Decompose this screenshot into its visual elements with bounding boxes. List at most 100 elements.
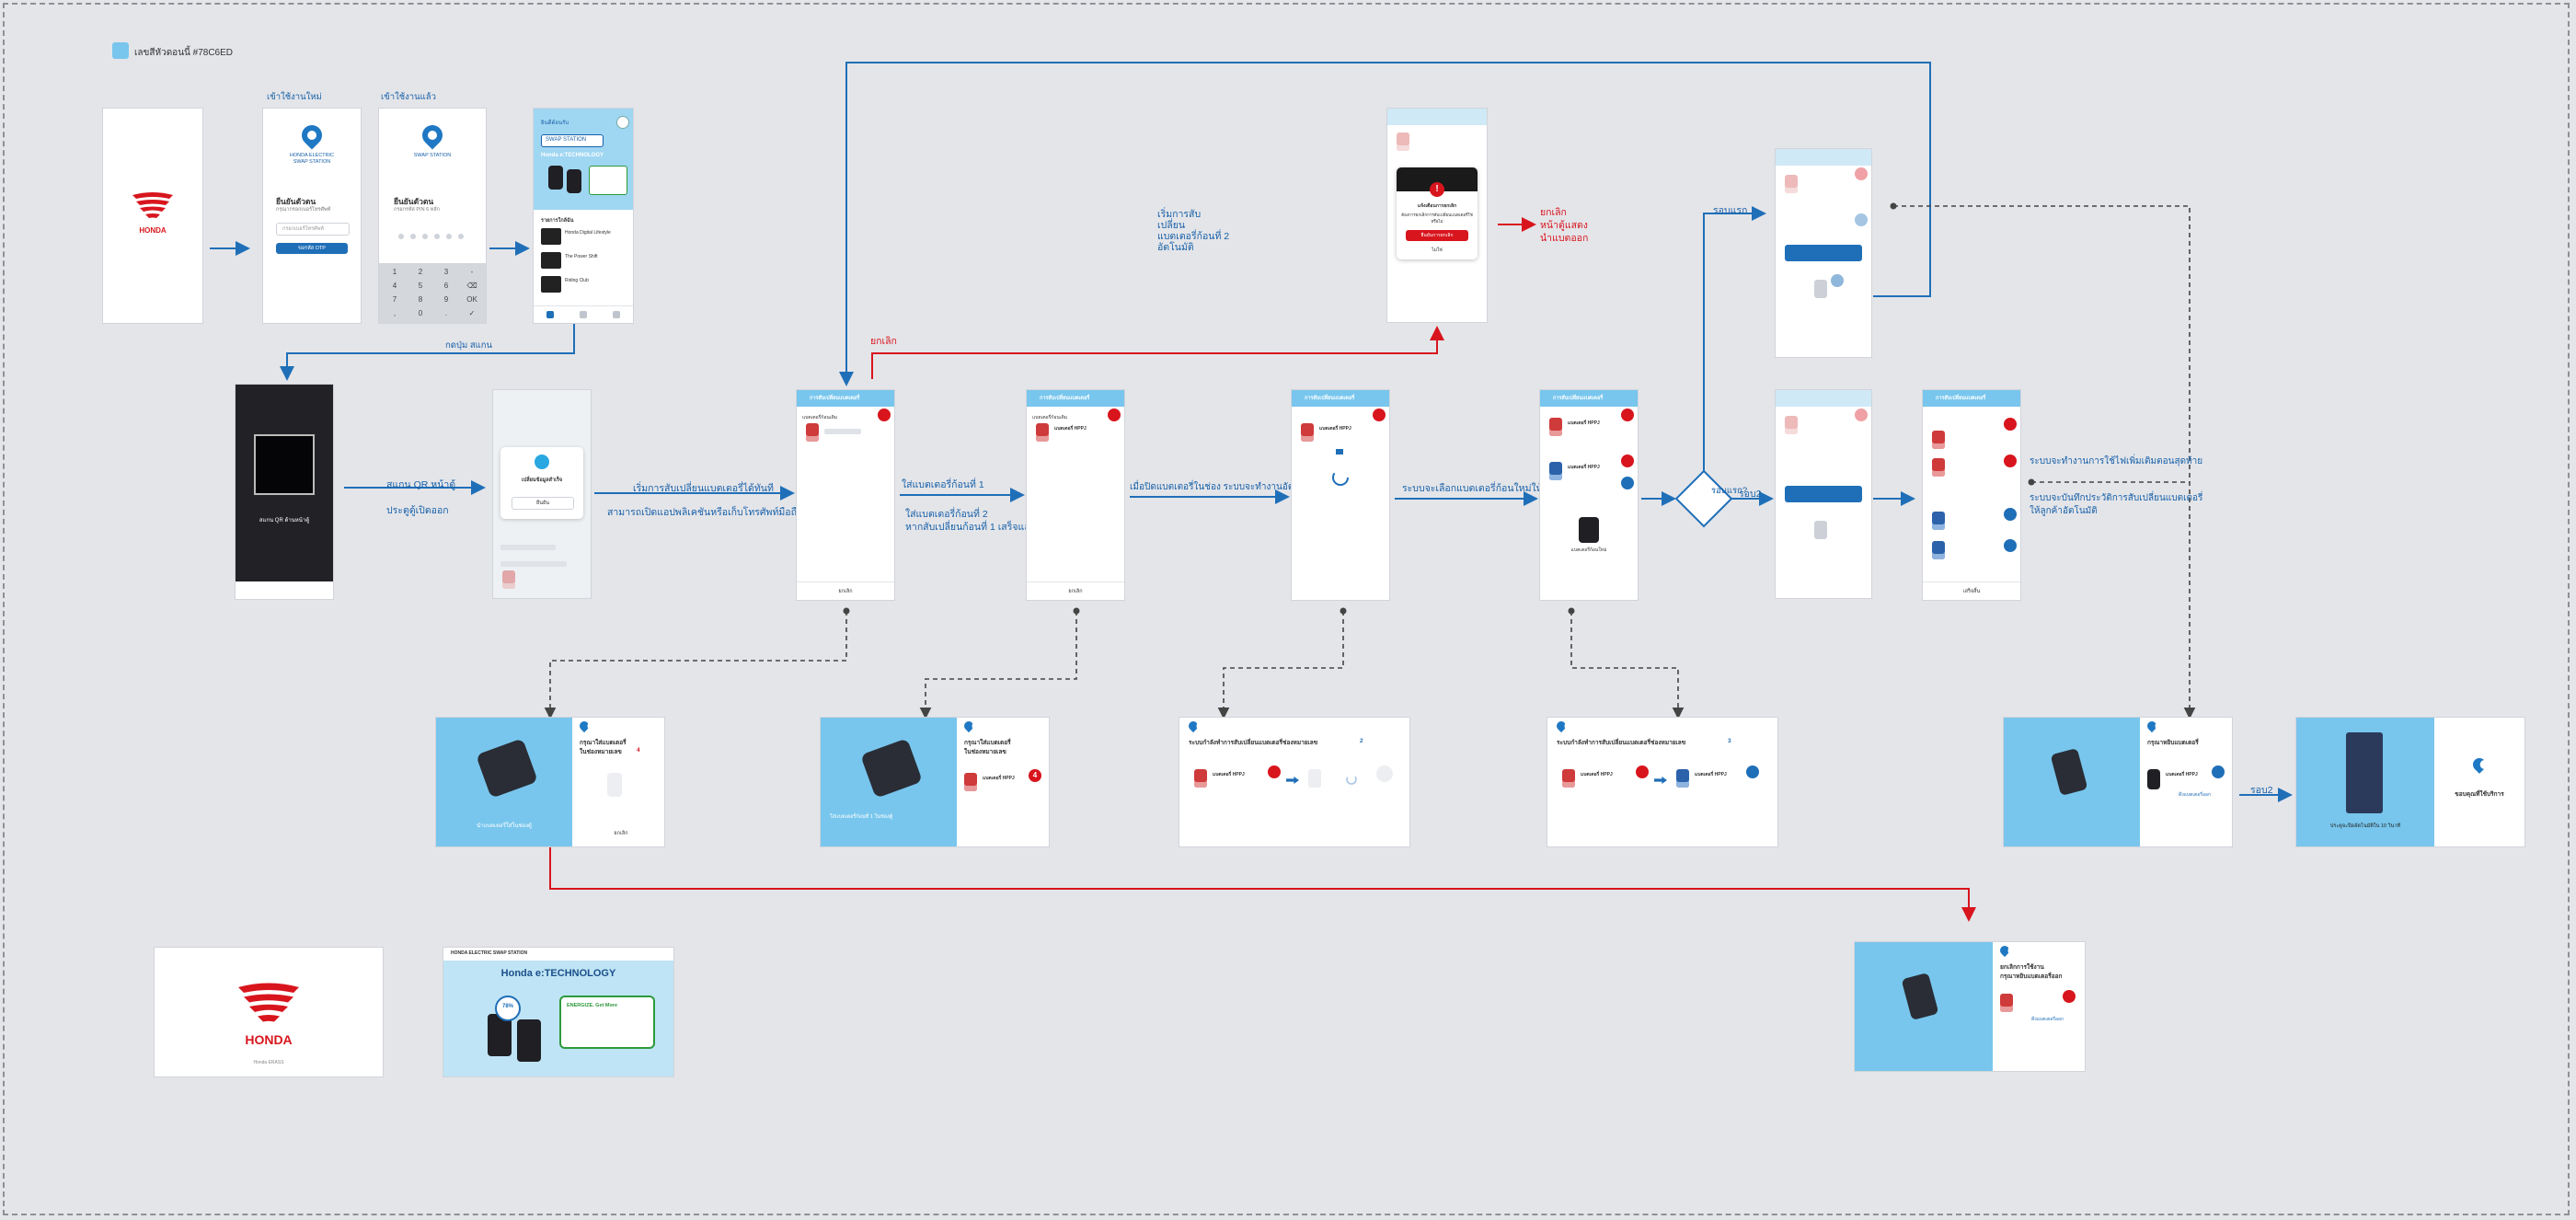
login-subtitle: กรุณากรอกเบอร์โทรศัพท์	[276, 207, 331, 213]
kiosk-caption: นำแบตเตอรี่ใส่ในช่องตู้	[477, 823, 532, 829]
cancel-alert-screen: ! แจ้งเตือนการยกเลิก ต้องการยกเลิกการสับ…	[1387, 109, 1487, 322]
key-8[interactable]: 8	[418, 295, 423, 304]
key-backspace[interactable]: ⌫	[466, 282, 477, 290]
label-tap-scan: กดปุ่ม สแกน	[445, 340, 493, 351]
battery-red-icon	[1194, 769, 1207, 788]
swap-header-light	[1776, 149, 1871, 166]
banner-promo-card: ENERGIZE. Get More	[559, 996, 655, 1049]
tab-profile-icon[interactable]	[613, 311, 620, 318]
request-otp-button[interactable]: ขอรหัส OTP	[276, 243, 348, 254]
slot-badge-faded	[1855, 409, 1868, 421]
confirm-button[interactable]: ยืนยัน	[512, 497, 574, 510]
battery-blue-icon	[1549, 462, 1562, 480]
round2-info-bar	[1785, 486, 1862, 502]
station-name: HONDA ELECTRIC	[289, 153, 335, 158]
home-section-title: รายการใกล้ฉัน	[541, 218, 574, 224]
battery-blue-icon	[1676, 769, 1689, 788]
confirm-cancel-button[interactable]: ยืนยันการยกเลิก	[1406, 230, 1468, 241]
key-5[interactable]: 5	[418, 282, 423, 290]
alert-back-link[interactable]: ไม่ใช่	[1432, 247, 1443, 253]
station-pin-icon	[2145, 719, 2159, 733]
swap-header: การสับเปลี่ยนแบตเตอรี่	[1540, 390, 1638, 407]
kiosk-title-b: ในช่องหมายเลข	[964, 749, 1006, 755]
phone-field[interactable]: กรอกเบอร์โทรศัพท์	[276, 223, 350, 236]
placeholder-row	[500, 545, 556, 550]
list-item[interactable]: Riding Club	[541, 276, 626, 296]
key-3[interactable]: 3	[443, 268, 449, 276]
station-pin-icon	[961, 719, 976, 733]
confirm-title: เปลี่ยนข้อมูลสำเร็จ	[521, 478, 563, 483]
banner-headline: Honda e:TECHNOLOGY	[500, 968, 616, 979]
label-start-swap: เริ่มการสับเปลี่ยนแบตเตอรี่ได้ทันที	[633, 483, 774, 494]
list-item[interactable]: The Power Shift	[541, 252, 626, 272]
battery-grey-icon	[1814, 280, 1827, 298]
key-dash[interactable]: -	[470, 268, 474, 276]
key-0[interactable]: 0	[418, 309, 423, 317]
old-battery-label: แบตเตอรี่ก้อนเดิม	[1032, 415, 1067, 420]
tab-home-icon[interactable]	[546, 311, 554, 318]
key-1[interactable]: 1	[392, 268, 397, 276]
battery-black-icon	[1579, 517, 1599, 543]
dash-swap4-kiosk4	[1570, 611, 1685, 719]
request-otp-label: ขอรหัส OTP	[298, 246, 326, 251]
honda-logo-card: HONDA Honda ERASS	[155, 948, 383, 1076]
key-ok[interactable]: OK	[466, 295, 477, 304]
key-4[interactable]: 4	[392, 282, 397, 290]
slot-badge	[1621, 455, 1634, 467]
cancel-link[interactable]: ยกเลิก	[838, 589, 853, 594]
arrow-right-icon	[1286, 777, 1299, 784]
battery-faded-icon	[502, 570, 515, 589]
list-thumb	[541, 228, 561, 245]
key-2[interactable]: 2	[418, 268, 423, 276]
battery-name: แบตเตอรี่ HPPJ	[1568, 465, 1600, 470]
key-comma[interactable]: ,	[393, 309, 397, 317]
arrow-down-icon	[1336, 449, 1343, 455]
key-6[interactable]: 6	[443, 282, 449, 290]
label-start-swap-2b: เปลี่ยน	[1157, 220, 1186, 231]
alert-dialog: ! แจ้งเตือนการยกเลิก ต้องการยกเลิกการสับ…	[1397, 167, 1478, 259]
tab-bar	[534, 305, 633, 323]
battery-name: แบตเตอรี่ HPPJ	[1581, 772, 1613, 777]
avatar[interactable]	[616, 116, 629, 129]
splash-brand: HONDA	[139, 226, 167, 235]
caption-login-new: เข้าใช้งานใหม่	[267, 92, 322, 102]
honda-note: Honda ERASS	[253, 1060, 284, 1065]
cancel-link[interactable]: ยกเลิก	[1068, 589, 1083, 594]
phone-field-placeholder: กรอกเบอร์โทรศัพท์	[282, 226, 324, 232]
battery-black-icon	[2147, 769, 2160, 789]
list-item[interactable]: Honda Digital Lifestyle	[541, 228, 626, 248]
swap-screen-1: การสับเปลี่ยนแบตเตอรี่ แบตเตอรี่ก้อนเดิม…	[797, 390, 894, 600]
label-round2: รอบ2	[1739, 489, 1762, 500]
battery-image-2	[517, 1019, 541, 1062]
key-9[interactable]: 9	[443, 295, 449, 304]
slot-badge-blue	[1621, 477, 1634, 489]
alert-title: แจ้งเตือนการยกเลิก	[1417, 203, 1457, 209]
pin-dots-icon	[398, 234, 464, 239]
caption-login-old: เข้าใช้งานแล้ว	[381, 92, 436, 102]
kiosk-title-a: กรุณาใส่แบตเตอรี่	[964, 740, 1011, 746]
done-link[interactable]: เสร็จสิ้น	[1962, 589, 1981, 594]
tab-scan-icon[interactable]	[580, 311, 587, 318]
promo-banner: HONDA ELECTRIC SWAP STATION Honda e:TECH…	[443, 948, 673, 1076]
swap-footer: ยกเลิก	[1027, 581, 1124, 600]
kiosk-illustration: นำแบตเตอรี่ใส่ในช่องตู้	[436, 718, 572, 846]
key-dot[interactable]: .	[444, 309, 448, 317]
slot-badge	[1636, 765, 1649, 778]
slot-badge	[2004, 418, 2017, 431]
kiosk-slot-number: 3	[1728, 738, 1731, 744]
label-insert-1: ใส่แบตเตอรี่ก้อนที่ 1	[902, 479, 984, 490]
key-done[interactable]: ✓	[468, 309, 476, 317]
key-7[interactable]: 7	[392, 295, 397, 304]
pin-subtitle: กรอกรหัส PIN 6 หลัก	[394, 207, 440, 213]
station-chip[interactable]: SWAP STATION	[541, 134, 604, 147]
battery-faded-icon	[1785, 416, 1798, 434]
slot-badge-faded	[1855, 167, 1868, 180]
pull-battery-link[interactable]: ดึงแบตเตอรี่ออก	[2179, 792, 2212, 798]
pull-battery-link[interactable]: ดึงแบตเตอรี่ออก	[2031, 1017, 2064, 1022]
slot-badge-blue	[1746, 765, 1759, 778]
kiosk-cancel[interactable]: ยกเลิก	[614, 831, 628, 836]
slot-badge-blue	[2212, 765, 2225, 778]
battery-illustration-icon	[476, 738, 538, 799]
kiosk-screen-6: ประตูจะปิดอัตโนมัติใน 10 วินาที ขอบคุณที…	[2296, 718, 2524, 846]
